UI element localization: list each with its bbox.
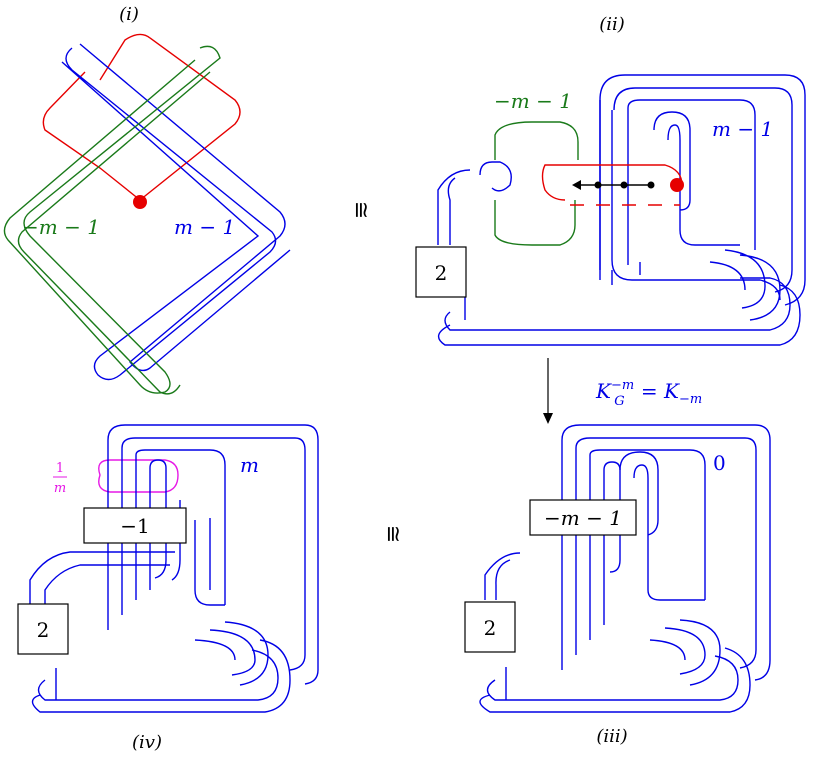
panel-i-red-dot <box>133 195 147 209</box>
panel-iii-blue-right-arcs <box>649 619 721 686</box>
panel-ii-arrow-dot-3 <box>647 181 655 189</box>
panel-iii-blue-bottom-loops <box>479 647 751 713</box>
iso-bottom-symbol: ≅ <box>380 525 405 543</box>
panel-i-label: (i) <box>119 4 139 25</box>
panel-ii-blue-inner-a <box>611 99 781 301</box>
panel-iv-label: (iv) <box>132 732 162 753</box>
panel-iv-blue-inner-b <box>171 500 225 606</box>
panel-i-red-curve <box>42 33 241 201</box>
panel-iv-magenta-num: 1 <box>56 461 64 476</box>
panel-ii-arrow-dot-2 <box>620 181 628 189</box>
panel-iv-box <box>17 603 69 655</box>
panel-i-blue-band-1 <box>61 47 277 381</box>
panel-ii-arrow-head <box>572 180 581 190</box>
panel-iii-box-label: 2 <box>484 616 497 640</box>
panel-iii-twist-box-label: −m − 1 <box>544 506 622 530</box>
panel-iv-blue-right-arcs <box>194 621 269 686</box>
panel-iv: 1 m −1 2 m (iv) <box>17 424 319 753</box>
panel-ii-blue-bottom-loops <box>437 277 801 346</box>
panel-iii-blue-inner-b <box>619 451 705 601</box>
panel-ii-blue-right-arcs <box>709 249 781 321</box>
panel-iv-blue-outer <box>107 424 319 685</box>
panel-iii-blue-outer <box>561 424 771 681</box>
panel-iv-blue-bottom-loops <box>31 639 291 713</box>
panel-ii-blue-inner-b <box>653 111 740 246</box>
panel-iii-blue-label: 0 <box>713 451 726 475</box>
panel-iii-blue-left-loop <box>484 552 521 600</box>
panel-iv-blue-inner-a <box>135 449 226 605</box>
panel-ii-label: (ii) <box>599 14 625 35</box>
down-arrow <box>543 358 553 424</box>
panel-ii-blue-left-loop <box>437 161 512 245</box>
panel-iv-magenta-loop <box>98 459 179 493</box>
panel-iii-box <box>464 601 516 653</box>
panel-ii-blue-label: m − 1 <box>712 117 773 141</box>
panel-ii-box-label: 2 <box>435 261 448 285</box>
panel-iv-magenta-den: m <box>54 481 66 496</box>
panel-ii: (ii) 2 −m − 1 m − 1 <box>415 14 806 346</box>
panel-ii-red-dot <box>670 178 684 192</box>
panel-iv-twist-box-label: −1 <box>120 514 149 538</box>
panel-i-green-band-2 <box>17 71 211 395</box>
panel-ii-green-loop <box>494 121 579 246</box>
panel-iii-blue-inner-a <box>589 449 706 600</box>
panel-iii-label: (iii) <box>596 726 627 747</box>
panel-iii-twist-box <box>529 499 637 536</box>
panel-iv-twist-box <box>83 507 187 544</box>
panel-i-blue-label: m − 1 <box>174 215 235 239</box>
panel-i-blue-band-2 <box>79 43 291 372</box>
panel-ii-green-label: −m − 1 <box>494 89 572 113</box>
panel-iii-blue-verticals <box>561 440 605 670</box>
panel-ii-arrow-dot-1 <box>594 181 602 189</box>
panel-iv-box-label: 2 <box>37 618 50 642</box>
panel-ii-blue-vertical-bars <box>599 100 641 285</box>
panel-iv-blue-left-loop <box>29 551 175 605</box>
panel-i-green-band-1 <box>3 45 221 394</box>
iso-top-symbol: ≅ <box>348 201 373 219</box>
panel-iv-blue-label: m <box>240 453 259 477</box>
panel-i: (i) −m − 1 m − 1 <box>3 4 291 395</box>
panel-i-green-label: −m − 1 <box>22 215 100 239</box>
panel-ii-box <box>415 246 467 298</box>
